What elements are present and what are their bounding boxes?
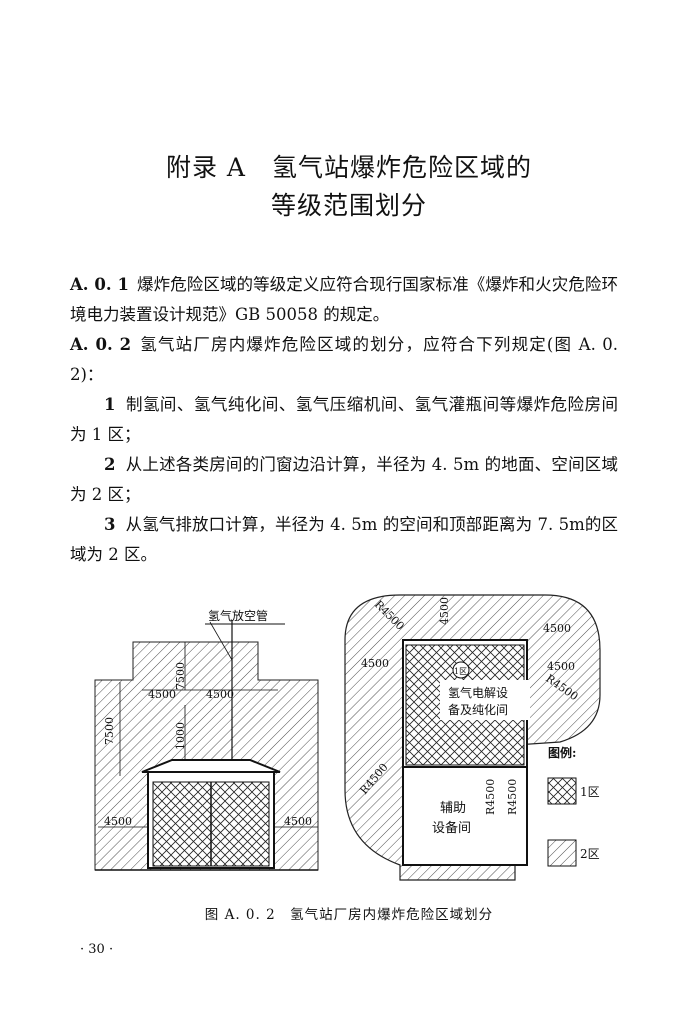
item-number: 3 <box>104 515 116 534</box>
legend-zone1-swatch <box>547 777 577 805</box>
clause-text: 爆炸危险区域的等级定义应符合现行国家标准《爆炸和火灾危险环境电力装置设计规范》G… <box>70 275 618 324</box>
legend-zone1-label: 1区 <box>580 785 600 799</box>
legend-zone2-label: 2区 <box>580 847 600 861</box>
dimension-label: 4500 <box>206 688 234 701</box>
dimension-label: 4500 <box>284 815 312 828</box>
dimension-label: 4500 <box>104 815 132 828</box>
legend: 图例: 1区 2区 <box>547 745 600 867</box>
zone-badge-circle <box>452 661 470 679</box>
item-number: 1 <box>104 395 116 414</box>
room-label: 辅助 <box>440 801 466 816</box>
clause-number: A. 0. 2 <box>70 335 132 354</box>
figure-caption: 图 A. 0. 2 氢气站厂房内爆炸危险区域划分 <box>204 907 494 923</box>
page-number: · 30 · <box>80 942 114 957</box>
dimension-label: 4500 <box>438 597 451 625</box>
clause-text: 氢气站厂房内爆炸危险区域的划分，应符合下列规定(图 A. 0. 2)： <box>70 335 618 384</box>
elevation-diagram: 氢气放空管 7500 7500 4500 4500 1000 4500 4500 <box>94 608 319 871</box>
legend-zone2-swatch <box>547 839 577 867</box>
dimension-label: 4500 <box>543 622 571 635</box>
item-text: 从上述各类房间的门窗边沿计算，半径为 4. 5m 的地面、空间区域为 2 区； <box>70 455 618 504</box>
zone-diagram: 氢气放空管 7500 7500 4500 4500 1000 4500 4500… <box>94 594 601 881</box>
appendix-title-line1: 附录 A 氢气站爆炸危险区域的 <box>165 153 532 182</box>
clause-number: A. 0. 1 <box>70 275 129 294</box>
plan-diagram: 1区 氢气电解设 备及纯化间 辅助 设备间 R4500 4500 4500 45… <box>344 594 601 881</box>
item-text: 从氢气排放口计算，半径为 4. 5m 的空间和顶部距离为 7. 5m的区域为 2… <box>70 515 618 564</box>
appendix-title-line2: 等级范围划分 <box>270 191 427 220</box>
dimension-label: 7500 <box>174 662 187 690</box>
leader-line <box>209 621 233 661</box>
zone-badge: 1区 <box>454 667 467 676</box>
item-number: 2 <box>104 455 116 474</box>
dimension-label: R4500 <box>506 779 519 815</box>
room1-label-bg <box>440 680 530 720</box>
dimension-label: 4500 <box>148 688 176 701</box>
room-label: 设备间 <box>432 820 471 836</box>
dimension-label: 1000 <box>174 722 187 750</box>
room-label: 备及纯化间 <box>448 703 508 717</box>
dimension-label: R4500 <box>484 779 497 815</box>
room-label: 氢气电解设 <box>448 685 508 700</box>
dimension-label: 7500 <box>103 717 116 745</box>
dimension-label: 4500 <box>361 657 389 670</box>
item-text: 制氢间、氢气纯化间、氢气压缩机间、氢气灌瓶间等爆炸危险房间为 1 区； <box>70 395 618 444</box>
roof <box>141 759 281 773</box>
pipe-label: 氢气放空管 <box>208 608 268 623</box>
dimension-label: 4500 <box>547 660 575 673</box>
legend-title: 图例: <box>548 745 576 760</box>
